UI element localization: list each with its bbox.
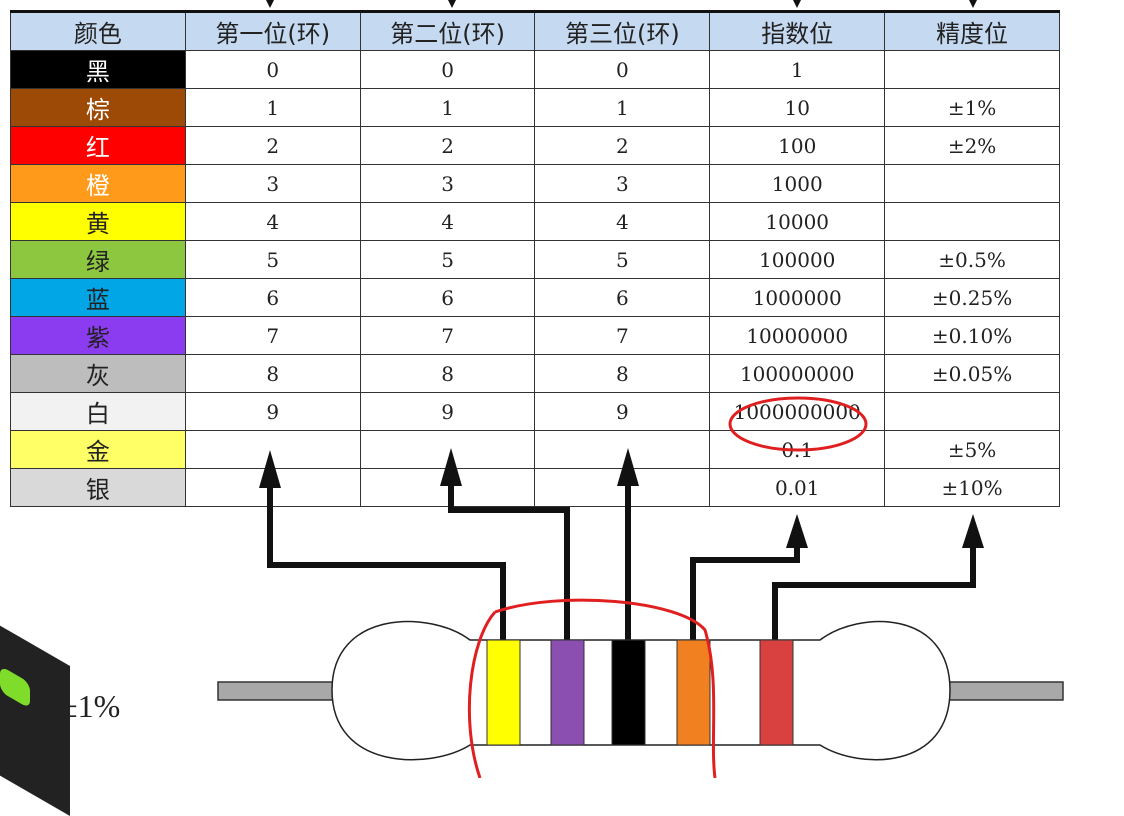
- value-cell: 100000: [709, 240, 886, 279]
- value-cell: 4: [534, 202, 711, 241]
- value-cell: 8: [359, 354, 536, 393]
- value-cell: 2: [184, 126, 361, 165]
- column-header: 精度位: [884, 10, 1060, 51]
- color-cell: 灰: [10, 354, 186, 393]
- color-cell: 紫: [10, 316, 186, 355]
- column-header: 第一位(环): [184, 10, 361, 51]
- value-cell: 3: [184, 164, 361, 203]
- value-cell: ±10%: [884, 468, 1060, 507]
- color-cell: 白: [10, 392, 186, 431]
- value-cell: 1: [709, 50, 886, 89]
- value-cell: ±5%: [884, 430, 1060, 469]
- value-cell: 1: [184, 88, 361, 127]
- value-cell: 0.01: [709, 468, 886, 507]
- color-cell: 棕: [10, 88, 186, 127]
- value-cell: ±0.25%: [884, 278, 1060, 317]
- bands-highlight: [467, 598, 717, 778]
- value-cell: 8: [184, 354, 361, 393]
- value-cell: 5: [534, 240, 711, 279]
- value-cell: 0: [359, 50, 536, 89]
- value-cell: 7: [534, 316, 711, 355]
- value-cell: 5: [359, 240, 536, 279]
- value-cell: [884, 164, 1060, 203]
- value-cell: [534, 430, 711, 469]
- column-header: 第二位(环): [359, 10, 536, 51]
- value-cell: 100000000: [709, 354, 886, 393]
- arrow-heads: [259, 0, 984, 548]
- color-cell: 金: [10, 430, 186, 469]
- highlight-circle: [728, 396, 868, 452]
- tolerance-note: ±1%: [60, 688, 121, 724]
- color-cell: 橙: [10, 164, 186, 203]
- resistor-diagram: [217, 0, 1064, 778]
- arrow-lines: [267, 478, 976, 640]
- value-cell: ±0.10%: [884, 316, 1060, 355]
- color-band: [676, 639, 711, 746]
- value-cell: 1: [359, 88, 536, 127]
- value-cell: 0: [184, 50, 361, 89]
- color-band: [759, 639, 794, 746]
- right-lead: [943, 681, 1064, 701]
- value-cell: [884, 392, 1060, 431]
- column-header: 指数位: [709, 10, 886, 51]
- value-cell: 6: [184, 278, 361, 317]
- value-cell: 1000: [709, 164, 886, 203]
- value-cell: 3: [359, 164, 536, 203]
- value-cell: 9: [359, 392, 536, 431]
- color-cell: 蓝: [10, 278, 186, 317]
- value-cell: ±0.5%: [884, 240, 1060, 279]
- color-band: [611, 639, 646, 746]
- value-cell: [534, 468, 711, 507]
- value-cell: [884, 202, 1060, 241]
- color-band: [550, 639, 585, 746]
- value-cell: 10000: [709, 202, 886, 241]
- color-cell: 黄: [10, 202, 186, 241]
- color-band: [486, 639, 521, 746]
- column-header: 颜色: [10, 10, 186, 51]
- color-cell: 银: [10, 468, 186, 507]
- value-cell: ±1%: [884, 88, 1060, 127]
- value-cell: 9: [184, 392, 361, 431]
- left-lead: [217, 681, 337, 701]
- color-cell: 黑: [10, 50, 186, 89]
- value-cell: 2: [534, 126, 711, 165]
- value-cell: ±2%: [884, 126, 1060, 165]
- value-cell: 6: [359, 278, 536, 317]
- value-cell: 10000000: [709, 316, 886, 355]
- value-cell: 3: [534, 164, 711, 203]
- value-cell: 1000000: [709, 278, 886, 317]
- color-cell: 红: [10, 126, 186, 165]
